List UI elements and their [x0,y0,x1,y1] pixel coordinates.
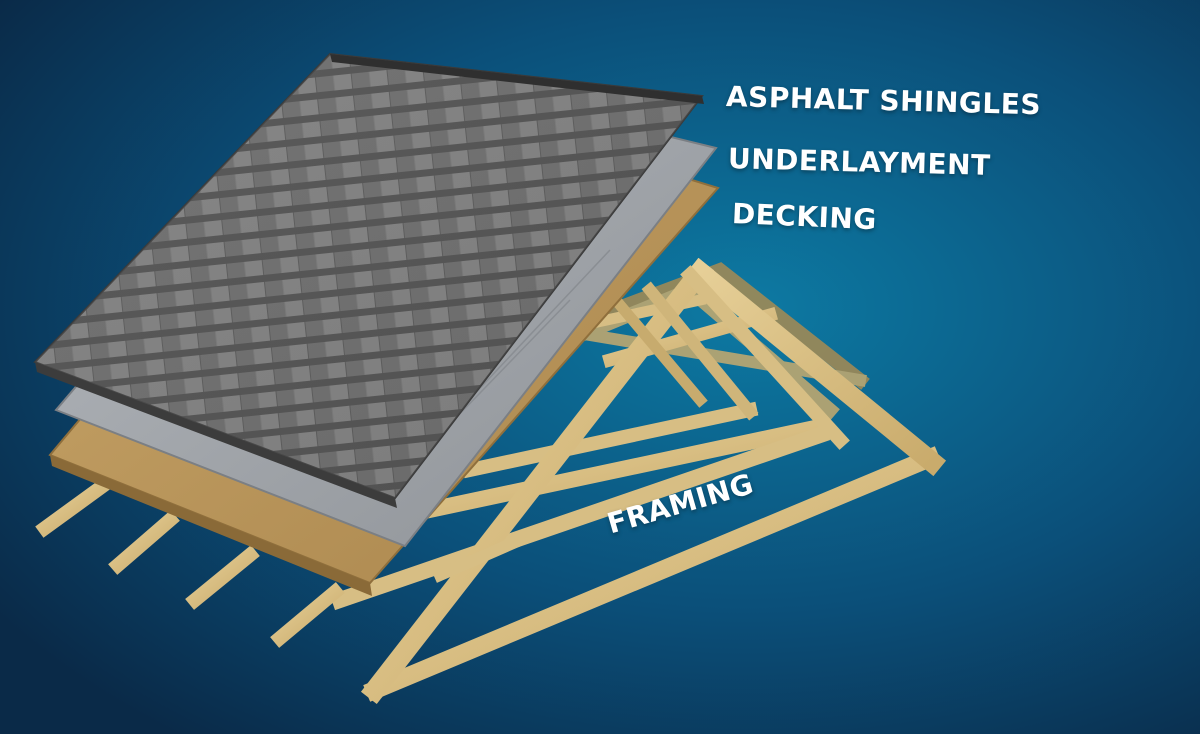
rafter-tail [35,478,110,538]
front-rafter [685,257,947,477]
bottom-chord [329,424,831,611]
mid-rafter [680,265,850,450]
bottom-chord [461,401,759,479]
label-decking: DECKING [731,197,878,237]
shingles-front-edge [35,362,397,508]
bottom-chord [410,418,825,522]
mid-rafter [612,297,708,408]
rafter-tail [432,532,528,583]
rafter-tail [185,545,260,610]
rafter-tail [108,510,180,575]
bottom-chord [363,446,942,702]
mid-rafter [641,281,759,421]
ridge-cap [330,54,704,104]
rafter-tail [270,582,345,648]
shingles-shade [35,54,702,498]
decking-edge [50,455,372,596]
label-underlayment: UNDERLAYMENT [727,142,992,182]
